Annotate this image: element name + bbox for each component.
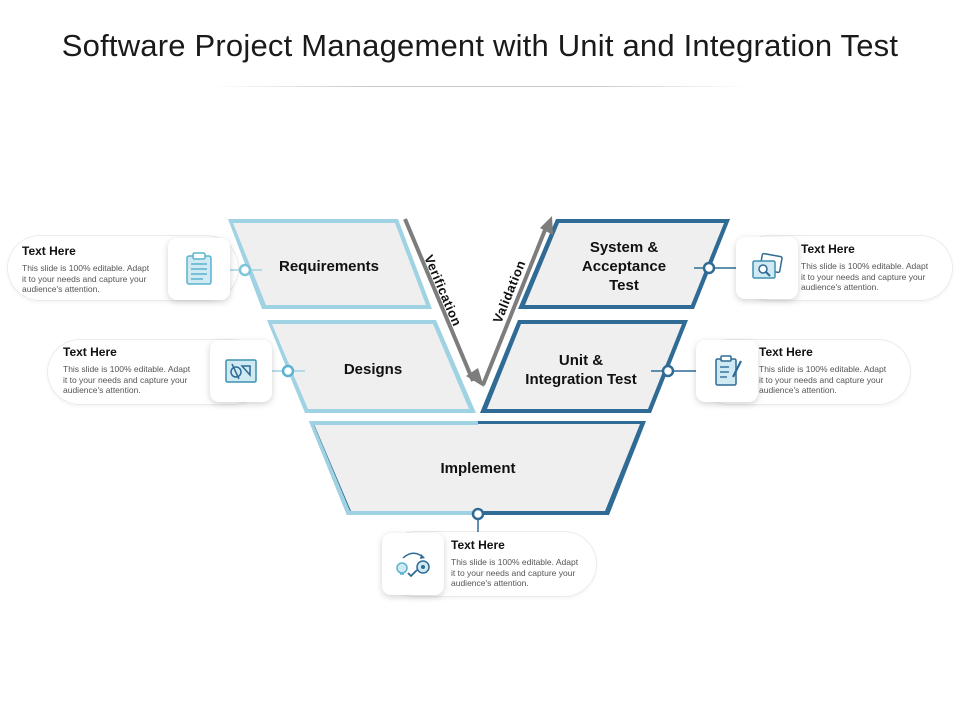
verification-arrow <box>403 218 475 382</box>
card-heading: Text Here <box>759 345 813 359</box>
clipboard-list-icon <box>186 252 212 285</box>
validation-arrow <box>481 229 547 386</box>
design-blueprint-icon <box>225 359 257 383</box>
card-body: This slide is 100% editable. Adapt it to… <box>22 263 150 294</box>
card-heading: Text Here <box>801 242 855 256</box>
card-body: This slide is 100% editable. Adapt it to… <box>801 261 929 292</box>
card-heading: Text Here <box>451 538 505 552</box>
icon-box-unit-integration <box>696 340 758 402</box>
card-text-requirements: Text Here This slide is 100% editable. A… <box>22 244 170 295</box>
connector-dot-system-acceptance <box>702 261 716 275</box>
designs-label: Designs <box>343 361 403 378</box>
card-heading: Text Here <box>22 244 76 258</box>
card-heading: Text Here <box>63 345 117 359</box>
checklist-pencil-icon <box>715 355 742 386</box>
system-acceptance-label: System & Acceptance Test <box>581 239 667 294</box>
icon-box-designs <box>210 340 272 402</box>
card-body: This slide is 100% editable. Adapt it to… <box>451 557 579 588</box>
title-divider <box>210 86 750 87</box>
connector-dot-designs <box>281 364 295 378</box>
connector-dot-requirements <box>238 263 252 277</box>
implement-label: Implement <box>440 460 516 477</box>
card-body: This slide is 100% editable. Adapt it to… <box>759 364 887 395</box>
requirements-label: Requirements <box>278 258 380 275</box>
connector-dot-implement <box>471 507 485 521</box>
card-text-designs: Text Here This slide is 100% editable. A… <box>63 345 211 396</box>
icon-box-system-acceptance <box>736 237 798 299</box>
icon-box-implement <box>382 533 444 595</box>
page-title: Software Project Management with Unit an… <box>61 28 899 63</box>
card-text-implement: Text Here This slide is 100% editable. A… <box>451 538 597 589</box>
connector-dot-unit-integration <box>661 364 675 378</box>
icon-box-requirements <box>168 238 230 300</box>
card-text-unit-integration: Text Here This slide is 100% editable. A… <box>759 345 905 396</box>
card-body: This slide is 100% editable. Adapt it to… <box>63 364 191 395</box>
idea-gear-cycle-icon <box>396 552 430 578</box>
magnifier-documents-icon <box>752 252 783 279</box>
card-text-system-acceptance: Text Here This slide is 100% editable. A… <box>801 242 949 293</box>
unit-integration-label: Unit & Integration Test <box>525 352 637 388</box>
